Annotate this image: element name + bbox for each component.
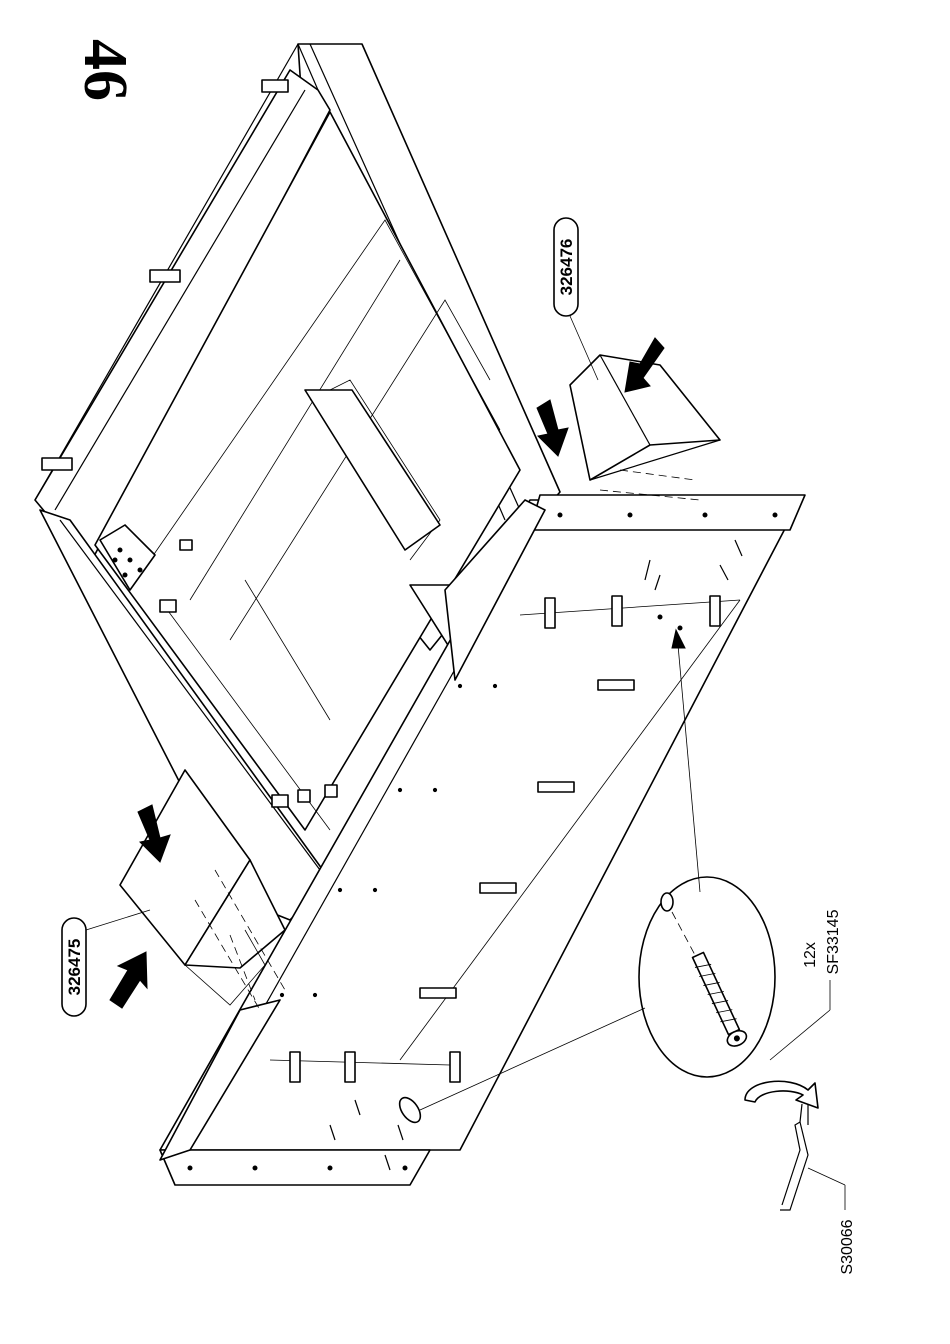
part-label-right-text: 326476 — [557, 239, 576, 296]
step-number-text: 46 — [71, 39, 139, 101]
part-label-left-text: 326475 — [65, 939, 84, 996]
drawer-box-right — [570, 355, 720, 500]
hex-key-icon — [780, 1104, 845, 1210]
step-number: 46 — [71, 39, 139, 101]
part-label-right: 326476 — [554, 218, 598, 380]
tool-code-label: S30066 — [839, 1219, 856, 1274]
screw-code-label: SF33145 — [825, 909, 842, 974]
rotate-icon — [745, 1081, 818, 1108]
screw-count-label: 12x — [802, 942, 819, 968]
end-rail-right — [530, 495, 805, 530]
